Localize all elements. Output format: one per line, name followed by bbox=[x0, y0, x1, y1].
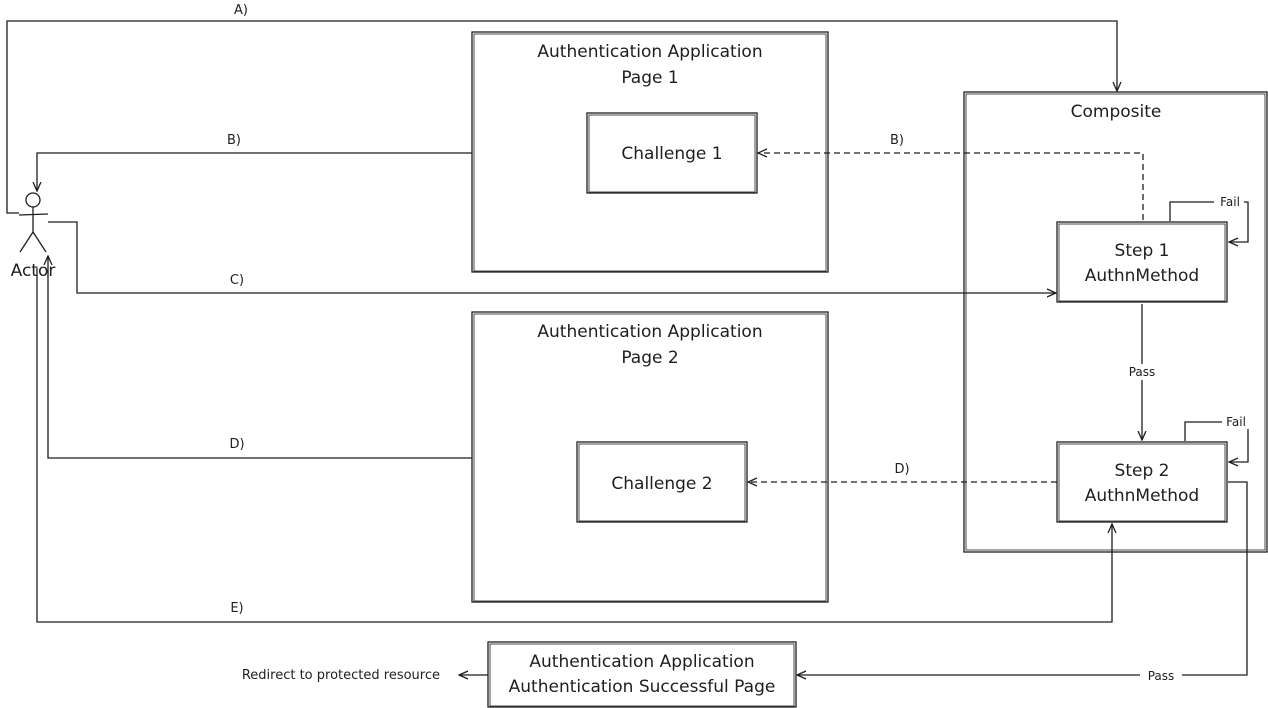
success-page-box: Authentication Application Authenticatio… bbox=[487, 641, 797, 708]
edge-b-challenge-label: B) bbox=[890, 133, 904, 148]
edge-step2-pass: Pass bbox=[797, 481, 1248, 683]
actor-label: Actor bbox=[11, 261, 56, 281]
challenge-1-box: Challenge 1 bbox=[586, 112, 758, 194]
step-1-line2: AuthnMethod bbox=[1085, 266, 1199, 286]
auth-page-2-box: Authentication Application Page 2 bbox=[471, 311, 829, 603]
actor: Actor bbox=[11, 192, 56, 281]
edge-a: A) bbox=[6, 3, 1117, 214]
edge-step2-pass-label: Pass bbox=[1148, 669, 1175, 683]
redirect-label: Redirect to protected resource bbox=[242, 668, 440, 683]
edge-e: E) bbox=[36, 268, 1112, 623]
success-page-line1: Authentication Application bbox=[529, 652, 754, 672]
edge-b-actor: B) bbox=[37, 133, 472, 191]
challenge-2-label: Challenge 2 bbox=[611, 474, 712, 494]
edge-b-actor-label: B) bbox=[227, 133, 241, 148]
edge-d-challenge: D) bbox=[748, 462, 1057, 482]
composite-box: Composite bbox=[963, 91, 1268, 553]
challenge-2-box: Challenge 2 bbox=[576, 441, 748, 523]
auth-page-1-title-line1: Authentication Application bbox=[537, 42, 762, 62]
step-2-line1: Step 2 bbox=[1115, 461, 1170, 481]
edge-step1-pass: Pass bbox=[1122, 304, 1162, 440]
edge-a-label: A) bbox=[234, 3, 248, 18]
actor-left-leg bbox=[19, 231, 34, 253]
edge-d-actor: D) bbox=[48, 256, 472, 459]
step-2-line2: AuthnMethod bbox=[1085, 486, 1199, 506]
auth-page-1-box: Authentication Application Page 1 bbox=[471, 31, 829, 273]
actor-arms bbox=[18, 213, 49, 216]
step-2-box: Step 2 AuthnMethod bbox=[1056, 441, 1228, 523]
auth-page-2-title-line1: Authentication Application bbox=[537, 322, 762, 342]
edge-step1-fail-label: Fail bbox=[1220, 195, 1240, 209]
step-1-line1: Step 1 bbox=[1115, 241, 1170, 261]
challenge-1-label: Challenge 1 bbox=[621, 144, 722, 164]
edge-redirect: Redirect to protected resource bbox=[242, 668, 488, 683]
actor-head bbox=[25, 192, 41, 208]
auth-page-1-title-line2: Page 1 bbox=[621, 68, 678, 88]
step-1-box: Step 1 AuthnMethod bbox=[1056, 221, 1228, 303]
edge-step2-fail-label: Fail bbox=[1226, 415, 1246, 429]
edge-step1-pass-label: Pass bbox=[1129, 365, 1156, 379]
edge-d-actor-label: D) bbox=[229, 437, 244, 452]
actor-right-leg bbox=[32, 231, 47, 253]
edge-step1-fail: Fail bbox=[1169, 194, 1249, 242]
edge-c: C) bbox=[48, 221, 1056, 293]
edge-step2-fail: Fail bbox=[1184, 414, 1250, 462]
edge-b-challenge: B) bbox=[758, 133, 1144, 220]
success-page-line2: Authentication Successful Page bbox=[509, 677, 776, 697]
composite-label: Composite bbox=[1071, 102, 1162, 122]
edge-c-label: C) bbox=[230, 273, 244, 288]
edge-e-label: E) bbox=[230, 601, 243, 616]
auth-page-2-title-line2: Page 2 bbox=[621, 348, 678, 368]
edge-d-challenge-label: D) bbox=[894, 462, 909, 477]
